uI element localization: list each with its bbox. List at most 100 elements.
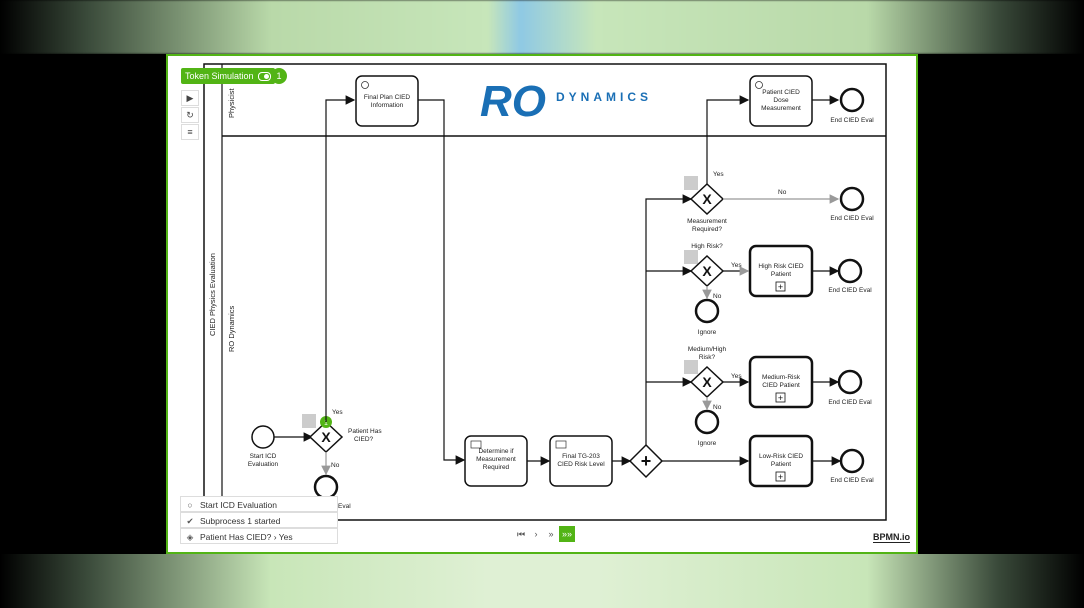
pool-border	[203, 63, 887, 521]
logo-letters: RO	[480, 77, 546, 126]
gateway-pause-icon-3[interactable]	[684, 250, 698, 264]
svg-text:+: +	[778, 282, 783, 292]
play-pause-button[interactable]: ▶	[181, 90, 199, 106]
end-event-no-measurement-label: End CIED Eval	[830, 215, 874, 222]
token-count-badge: 1	[271, 68, 287, 84]
expand-icon[interactable]	[775, 281, 786, 292]
flow-final-plan-to-determine	[418, 99, 466, 465]
ro-dynamics-logo: RO DYNAMICS	[480, 77, 652, 126]
end-event-high-risk[interactable]	[837, 258, 863, 284]
end-event-no-measurement[interactable]	[839, 186, 865, 212]
end-event-ignore-medium[interactable]	[694, 409, 720, 435]
flow-yes-label-3: Yes	[731, 262, 742, 269]
svg-text:X: X	[702, 374, 712, 390]
start-event[interactable]	[251, 425, 275, 449]
flow-yes-label-2: Yes	[713, 171, 724, 178]
tortoise-icon: ⏮	[516, 529, 526, 539]
speed-slow-button[interactable]: ⏮	[514, 526, 528, 542]
ignore-medium-label: Ignore	[698, 440, 717, 447]
log-entry-text: Subprocess 1 started	[200, 516, 281, 526]
bpmn-canvas[interactable]: CIED Physics Evaluation Physicist RO Dyn…	[166, 54, 918, 554]
log-entry-text: Patient Has CIED? › Yes	[200, 532, 293, 542]
gateway-pause-icon-2[interactable]	[684, 176, 698, 190]
end-event-low[interactable]	[839, 448, 865, 474]
user-task-icon-2	[755, 81, 763, 89]
logo-word: DYNAMICS	[556, 90, 652, 104]
end-event-high-risk-label: End CIED Eval	[828, 287, 872, 294]
blurred-background-top	[0, 0, 1084, 54]
log-entry: ○ Start ICD Evaluation	[180, 496, 338, 512]
end-event-medium-label: End CIED Eval	[828, 399, 872, 406]
flow-no-label-2: No	[778, 189, 787, 196]
flow-yes-to-final-plan	[325, 95, 356, 422]
svg-text:X: X	[702, 263, 712, 279]
gateway-pause-icon[interactable]	[302, 414, 316, 428]
flow-no-label-1: No	[331, 462, 340, 469]
reset-button[interactable]: ↻	[181, 107, 199, 123]
log-entry-text: Start ICD Evaluation	[200, 500, 278, 510]
gateway-icon: ◈	[186, 532, 194, 542]
blurred-background-bottom	[0, 554, 1084, 608]
flow-measurement-yes	[706, 95, 750, 184]
lane-label-ro-dynamics: RO Dynamics	[227, 305, 236, 352]
end-event-no-cied[interactable]	[313, 474, 339, 500]
bpmn-io-logo[interactable]: BPMN.io	[873, 532, 910, 543]
gateway-pause-icon-4[interactable]	[684, 360, 698, 374]
expand-icon-2[interactable]	[775, 392, 786, 403]
business-rule-icon-2	[555, 440, 567, 449]
flow-yes-label-1: Yes	[332, 409, 343, 416]
parallel-gateway[interactable]	[628, 443, 664, 479]
flow-no-label-3: No	[713, 293, 722, 300]
double-chevron-icon: »	[548, 529, 554, 539]
log-entry: ◈ Patient Has CIED? › Yes	[180, 528, 338, 544]
flow-yes-label-4: Yes	[731, 373, 742, 380]
speed-fast-button[interactable]: »	[544, 526, 558, 542]
token-simulation-toggle[interactable]: Token Simulation	[181, 68, 275, 84]
triple-chevron-icon: »»	[561, 529, 572, 539]
play-icon: ▶	[186, 93, 194, 103]
chevron-icon: ›	[534, 529, 538, 539]
token-simulation-label: Token Simulation	[185, 71, 254, 81]
expand-icon-3[interactable]	[775, 471, 786, 482]
check-icon: ✔	[186, 516, 194, 526]
toggle-switch-icon	[257, 71, 271, 81]
flow-no-label-4: No	[713, 404, 722, 411]
task-dose-measurement[interactable]	[749, 75, 813, 127]
reset-icon: ↻	[186, 110, 194, 120]
log-icon: ≡	[187, 127, 193, 137]
end-event-low-label: End CIED Eval	[830, 477, 874, 484]
speed-normal-button[interactable]: ›	[530, 526, 542, 542]
letterbox-left	[0, 54, 166, 554]
svg-text:+: +	[778, 472, 783, 482]
svg-text:+: +	[641, 451, 652, 471]
toggle-log-button[interactable]: ≡	[181, 124, 199, 140]
lane-label-physicist: Physicist	[227, 87, 236, 118]
flow-parallel-to-measurement	[645, 194, 693, 445]
end-event-ignore-high[interactable]	[694, 298, 720, 324]
log-entry: ✔ Subprocess 1 started	[180, 512, 338, 528]
business-rule-icon	[470, 440, 482, 449]
end-event-medium[interactable]	[837, 369, 863, 395]
speed-fastest-button[interactable]: »»	[559, 526, 575, 542]
end-event-dose[interactable]	[839, 87, 865, 113]
ignore-high-label: Ignore	[698, 329, 717, 336]
bpmn-diagram: CIED Physics Evaluation Physicist RO Dyn…	[203, 63, 887, 521]
gateway-measurement-required[interactable]	[689, 182, 725, 216]
task-final-plan[interactable]	[355, 75, 419, 127]
pool-label: CIED Physics Evaluation	[208, 253, 217, 336]
gateway-high-risk-label: High Risk?	[691, 243, 723, 250]
svg-text:X: X	[702, 191, 712, 207]
user-task-icon	[361, 81, 369, 89]
letterbox-right	[918, 54, 1084, 554]
svg-text:X: X	[321, 429, 331, 445]
